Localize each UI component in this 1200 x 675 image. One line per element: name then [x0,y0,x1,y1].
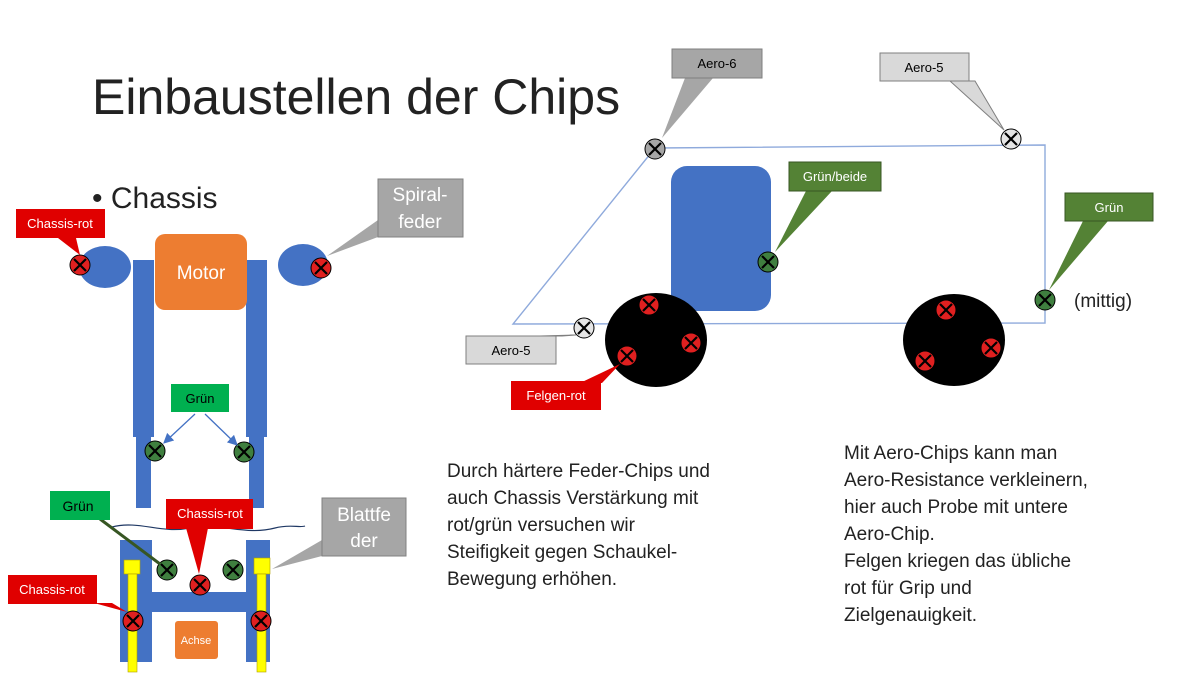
svg-text:Aero-5: Aero-5 [904,60,943,75]
chip-green-lower-left [156,559,178,581]
achse-box [175,621,218,659]
svg-text:Chassis-rot: Chassis-rot [19,582,85,597]
chip-red-wheel-rear-right [980,337,1002,359]
paragraph-middle-line: Steifigkeit gegen Schaukel- [447,542,678,563]
left-spring-mount [79,246,131,288]
chip-gruen-beide [757,251,779,273]
svg-text:Spiral-: Spiral- [393,185,448,206]
callout-aero5-left: Aero-5 [465,334,577,365]
chip-red-center [189,574,211,596]
paragraph-middle-line: Bewegung erhöhen. [447,569,618,590]
chip-red-wheel-rear-left [914,350,936,372]
paragraph-middle-line: auch Chassis Verstärkung mit [447,488,699,509]
chip-red-wheel-rear-top [935,299,957,321]
callout-gruen-right: Grün [1049,192,1154,290]
leaf-spring-left-top [123,559,141,575]
motor-box [155,234,247,310]
callout-gruen-lower: Grün [50,491,161,566]
motor-label: Motor [177,263,226,284]
callout-gruen-beide: Grün/beide [775,161,882,252]
callout-aero5-top: Aero-5 [879,52,1005,131]
paragraph-right-line: Mit Aero-Chips kann man [844,443,1058,464]
callout-spiralfeder: Spiral- feder [327,178,464,256]
left-rail-upper [133,260,154,437]
car-diagram: Aero-6 Aero-5 Grün/beide Grün (mittig) [465,48,1154,410]
chip-green-lower-right [222,559,244,581]
svg-text:feder: feder [398,212,442,233]
chassis-diagram: Motor Achse [8,178,464,673]
paragraph-middle-line: Durch härtere Feder-Chips und [447,461,710,482]
callout-chassis-rot-top: Chassis-rot [16,209,105,255]
paragraph-right-line: Zielgenauigkeit. [844,605,978,626]
leaf-spring-right-top [253,557,271,575]
paragraph-right-line: rot für Grip und [844,578,972,599]
chip-gruen-mittig [1034,289,1056,311]
bullet-text: Chassis [110,182,218,215]
callout-gruen-mid: Grün [163,384,238,446]
right-rail-upper [246,260,267,437]
svg-text:Chassis-rot: Chassis-rot [177,506,243,521]
svg-text:der: der [350,531,378,552]
mittig-label: (mittig) [1074,291,1132,312]
slide-title: Einbaustellen der Chips [92,69,621,125]
achse-label: Achse [181,635,212,647]
chip-red-left-oval [69,254,91,276]
chip-green-right-rail [233,441,255,463]
callout-aero6: Aero-6 [662,48,763,138]
chip-red-lower-left [122,610,144,632]
paragraph-right-line: Felgen kriegen das übliche [844,551,1072,572]
car-body-outline [511,144,1046,325]
paragraph-right-line: hier auch Probe mit untere [844,497,1068,518]
svg-text:Chassis-rot: Chassis-rot [27,216,93,231]
svg-text:Aero-6: Aero-6 [697,56,736,71]
chip-red-wheel-front-left [616,345,638,367]
svg-text:Grün: Grün [1095,200,1124,215]
lower-crossbar [150,592,250,612]
chip-aero6 [644,138,666,160]
paragraph-middle: Durch härtere Feder-Chips und auch Chass… [447,458,710,593]
callout-felgen-rot: Felgen-rot [511,364,620,410]
chip-green-left-rail [144,440,166,462]
svg-text:Blattfe: Blattfe [337,505,391,526]
svg-text:Grün: Grün [186,391,215,406]
paragraph-right: Mit Aero-Chips kann man Aero-Resistance … [844,440,1088,629]
svg-text:Aero-5: Aero-5 [491,343,530,358]
chip-aero5-left [573,317,595,339]
svg-text:Grün/beide: Grün/beide [803,169,867,184]
chip-aero5-top [1000,128,1022,150]
callout-blattfeder: Blattfe der [272,497,407,569]
paragraph-middle-line: rot/grün versuchen wir [447,515,635,536]
svg-text:Felgen-rot: Felgen-rot [526,388,586,403]
paragraph-right-line: Aero-Chip. [844,524,935,545]
chip-red-wheel-front-right [680,332,702,354]
callout-chassis-rot-left: Chassis-rot [8,575,127,612]
bullet-chassis: • Chassis [92,182,218,215]
svg-text:Grün: Grün [62,498,93,514]
paragraph-right-line: Aero-Resistance verkleinern, [844,470,1088,491]
callout-chassis-rot-center: Chassis-rot [166,499,253,574]
chip-red-right-oval [310,257,332,279]
chip-red-wheel-front-top [638,294,660,316]
car-cabin [671,166,771,311]
chip-red-lower-right [250,610,272,632]
